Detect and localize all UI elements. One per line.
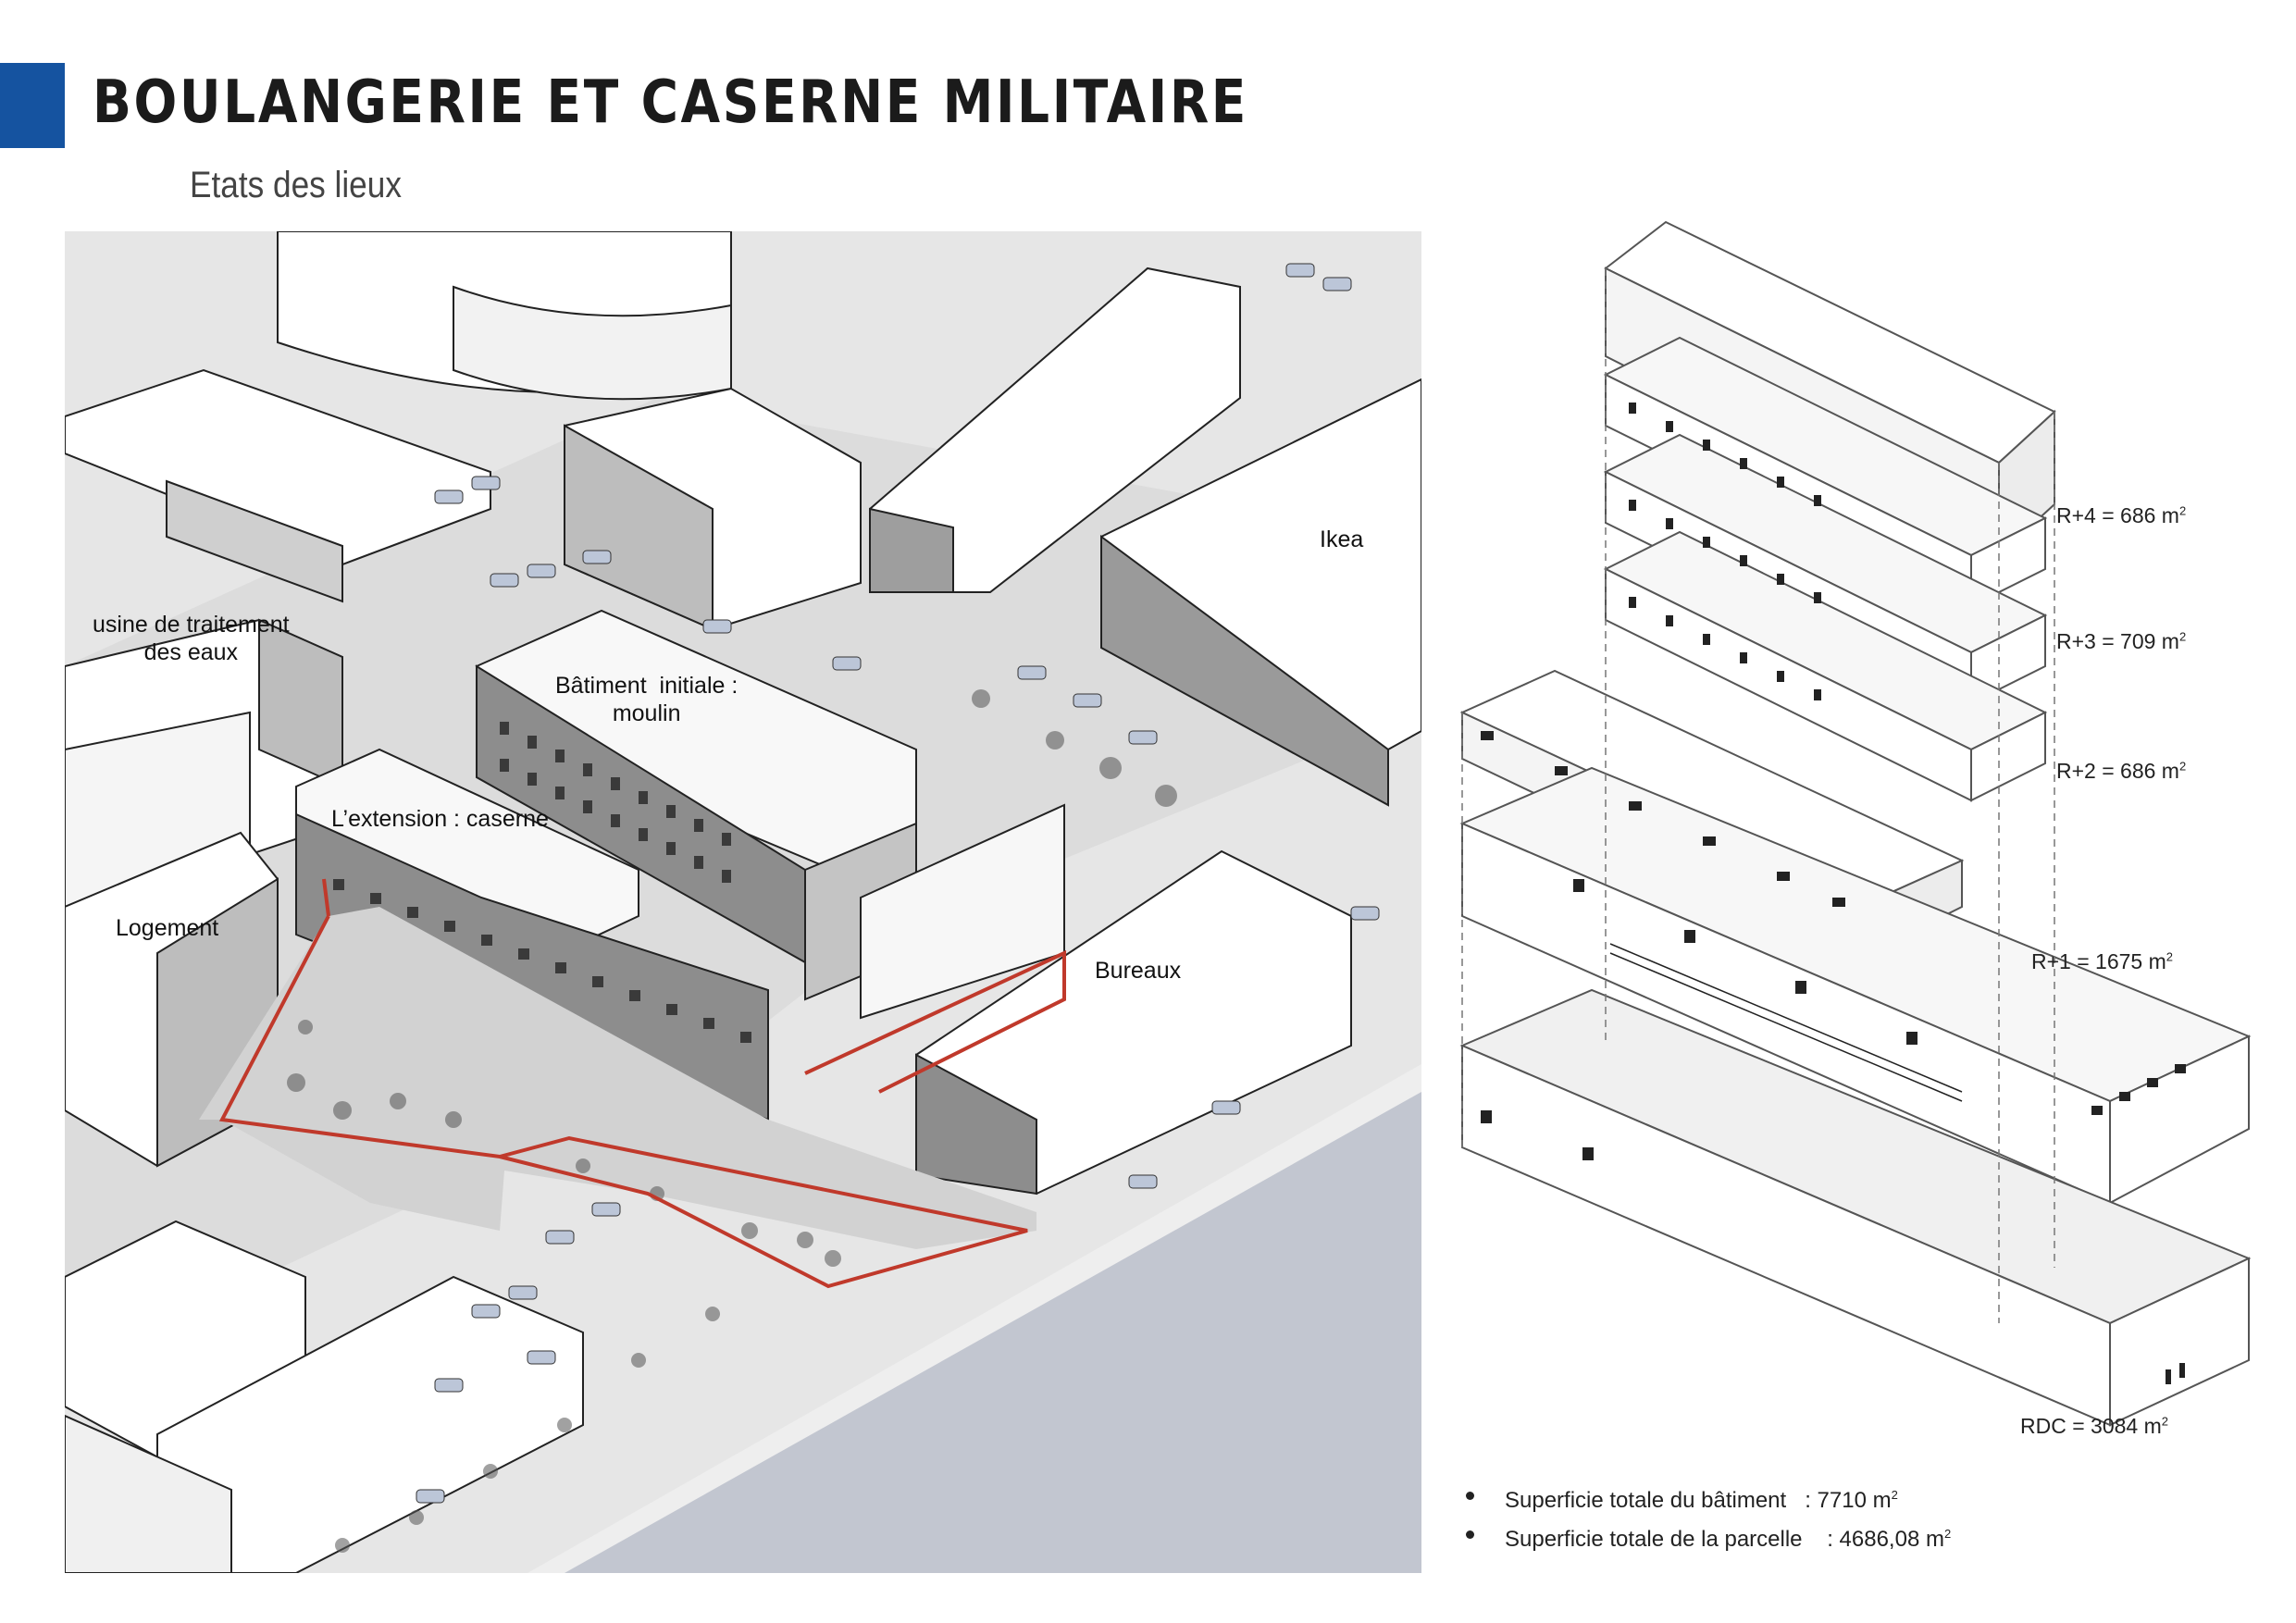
parked-cars xyxy=(416,263,1380,1504)
quay-promenade xyxy=(527,1064,1421,1573)
river-water xyxy=(565,1092,1421,1573)
summary-item-building: Superficie totale du bâtiment : 7710 m2 xyxy=(1462,1479,1951,1518)
page-title: BOULANGERIE ET CASERNE MILITAIRE xyxy=(93,68,1248,137)
label-bureaux: Bureaux xyxy=(1095,958,1182,984)
label-usine: usine de traitement des eaux xyxy=(93,612,290,665)
surrounding-buildings xyxy=(65,231,1421,1573)
site-drawing xyxy=(65,231,1421,1573)
area-label-r4: R+4 = 686 m2 xyxy=(2056,503,2187,527)
label-extension-caserne: L’extension : caserne xyxy=(331,806,549,832)
exploded-floors-view xyxy=(1444,213,2277,1453)
area-label-rdc: RDC = 3084 m2 xyxy=(2020,1414,2168,1438)
projection-lines xyxy=(1461,268,2055,1323)
office-building xyxy=(915,849,1352,1196)
parcel-outline xyxy=(218,915,1028,1289)
header-accent-bar xyxy=(0,63,65,148)
page-subtitle: Etats des lieux xyxy=(190,165,402,205)
surface-summary-list: Superficie totale du bâtiment : 7710 m2 … xyxy=(1462,1479,1951,1556)
area-label-r3: R+3 = 709 m2 xyxy=(2056,629,2187,653)
courtyard-trees xyxy=(287,689,1177,1553)
floor-r1 xyxy=(1459,766,2252,1205)
label-batiment-initial: Bâtiment initiale : moulin xyxy=(555,673,738,726)
building-windows xyxy=(333,722,751,1043)
area-label-r2: R+2 = 686 m2 xyxy=(2056,759,2187,783)
floor-r2 xyxy=(1603,530,2048,802)
floor-windows xyxy=(1481,403,2186,1384)
window-band xyxy=(1609,943,1963,1102)
exploded-drawing xyxy=(1459,220,2252,1427)
site-axonometric-view: usine de traitement des eaux Bâtiment in… xyxy=(65,231,1421,1573)
label-ikea: Ikea xyxy=(1320,527,1364,552)
label-logement: Logement xyxy=(116,915,219,941)
courtyard-ground xyxy=(199,907,1036,1249)
mill-and-barracks-building xyxy=(295,609,1065,1121)
parcel-outline-edge xyxy=(322,878,330,917)
floor-rdc xyxy=(1459,988,2252,1427)
area-label-r1: R+1 = 1675 m2 xyxy=(2031,949,2173,973)
summary-item-parcel: Superficie totale de la parcelle : 4686,… xyxy=(1462,1518,1951,1556)
parcel-outline-east xyxy=(804,949,1066,1094)
